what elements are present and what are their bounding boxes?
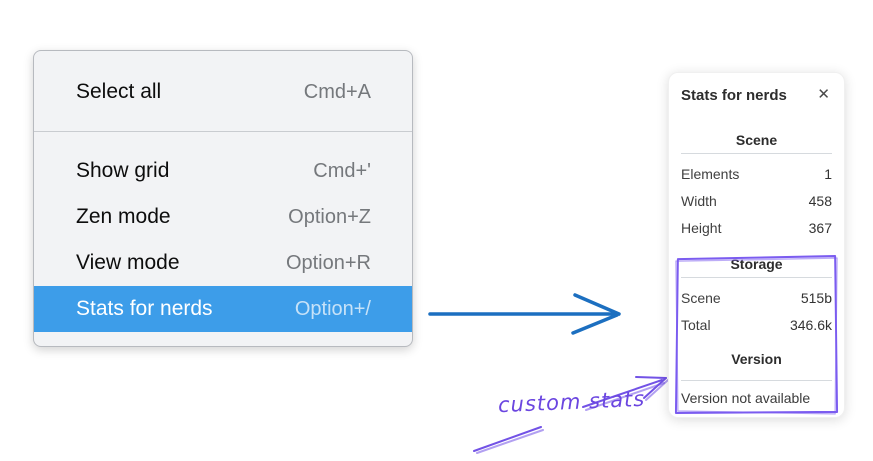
stat-value: 515b bbox=[800, 289, 832, 306]
scene-section-heading: Scene bbox=[735, 132, 778, 148]
menu-item-shortcut: Option+/ bbox=[294, 297, 371, 320]
menu-item-label: Show grid bbox=[76, 159, 170, 182]
menu-divider bbox=[34, 131, 412, 132]
version-heading-rule bbox=[681, 380, 832, 381]
stat-row-total-storage: Total 346.6k bbox=[681, 311, 832, 338]
menu-item-shortcut: Option+Z bbox=[288, 205, 371, 228]
storage-heading-rule bbox=[681, 277, 832, 278]
menu-item-stats-for-nerds[interactable]: Stats for nerds Option+/ bbox=[34, 286, 412, 332]
stat-row-height: Height 367 bbox=[681, 214, 832, 241]
stat-row-scene-storage: Scene 515b bbox=[681, 284, 832, 311]
stat-value: 346.6k bbox=[789, 316, 832, 333]
stats-panel-header: Stats for nerds ✕ bbox=[681, 85, 832, 105]
menu-item-shortcut: Cmd+A bbox=[303, 80, 371, 103]
menu-item-label: Zen mode bbox=[76, 205, 171, 228]
menu-to-panel-arrow bbox=[428, 293, 621, 335]
annotation-box-storage-version: Storage Scene 515b Total 346.6k Version … bbox=[673, 253, 840, 416]
storage-section-heading: Storage bbox=[730, 256, 783, 272]
storage-rows: Scene 515b Total 346.6k bbox=[681, 284, 832, 338]
menu-item-shortcut: Option+R bbox=[285, 251, 371, 274]
stat-label: Height bbox=[681, 219, 722, 236]
stat-value: 458 bbox=[808, 192, 832, 209]
menu-item-label: Stats for nerds bbox=[76, 297, 213, 320]
menu-item-view-mode[interactable]: View mode Option+R bbox=[34, 240, 412, 286]
stats-panel: Stats for nerds ✕ Scene Elements 1 Width… bbox=[668, 72, 845, 418]
stat-label: Total bbox=[681, 316, 711, 333]
menu-item-zen-mode[interactable]: Zen mode Option+Z bbox=[34, 194, 412, 240]
close-icon[interactable]: ✕ bbox=[817, 86, 830, 103]
stat-value: 367 bbox=[808, 219, 832, 236]
stat-label: Scene bbox=[681, 289, 721, 306]
menu-item-label: View mode bbox=[76, 251, 180, 274]
scene-rows: Elements 1 Width 458 Height 367 bbox=[681, 160, 832, 241]
stat-value: 1 bbox=[824, 165, 832, 182]
version-note: Version not available bbox=[681, 390, 811, 406]
version-section-heading: Version bbox=[731, 351, 782, 367]
stat-label: Elements bbox=[681, 165, 740, 182]
menu-item-select-all[interactable]: Select all Cmd+A bbox=[34, 69, 412, 115]
stat-label: Width bbox=[681, 192, 717, 209]
stat-row-elements: Elements 1 bbox=[681, 160, 832, 187]
menu-item-show-grid[interactable]: Show grid Cmd+' bbox=[34, 148, 412, 194]
menu-item-shortcut: Cmd+' bbox=[313, 159, 371, 182]
annotation-custom-stats: custom stats bbox=[497, 386, 646, 418]
stat-row-width: Width 458 bbox=[681, 187, 832, 214]
stats-panel-title: Stats for nerds bbox=[681, 86, 787, 104]
context-menu: Select all Cmd+A Show grid Cmd+' Zen mod… bbox=[33, 50, 413, 347]
menu-item-label: Select all bbox=[76, 80, 162, 103]
scene-heading-rule bbox=[681, 153, 832, 154]
